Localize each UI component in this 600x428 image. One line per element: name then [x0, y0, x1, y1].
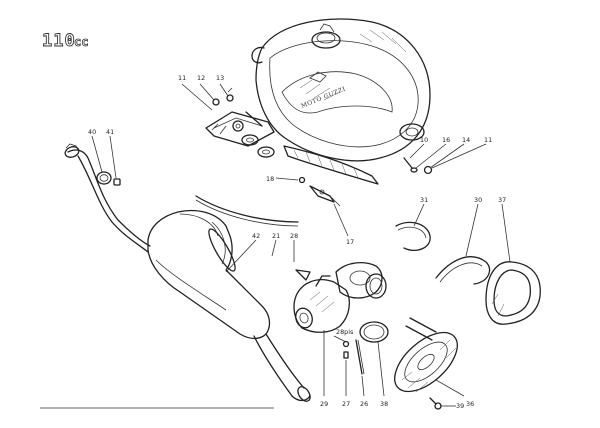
carb-gasket-ring [359, 321, 389, 343]
air-filter [394, 317, 458, 410]
fuel-pipe [195, 195, 299, 227]
label-16: 16 [442, 136, 450, 144]
tank-fittings [403, 157, 433, 175]
label-26: 26 [360, 400, 368, 408]
rubber-strap [485, 261, 541, 325]
svg-text:cc: cc [74, 35, 88, 49]
control-cables [395, 221, 491, 285]
exhaust-pipe [64, 143, 151, 253]
label-42: 42 [252, 232, 260, 240]
label-18: 18 [266, 175, 274, 183]
label-10: 10 [420, 136, 428, 144]
label-29: 29 [320, 400, 328, 408]
label-36: 36 [466, 400, 474, 408]
label-38: 38 [380, 400, 388, 408]
label-37: 37 [498, 196, 506, 204]
carburettor [293, 261, 387, 333]
label-12: 12 [197, 74, 205, 82]
label-17: 17 [346, 238, 354, 246]
brand-logo-text: MOTO GUZZI [300, 86, 347, 110]
leader-lines [91, 83, 511, 407]
part-labels: 11 12 13 10 16 14 11 40 41 18 17 31 30 3… [88, 74, 506, 410]
label-21: 21 [272, 232, 280, 240]
tank-mount-bracket [205, 87, 275, 158]
label-28: 28 [290, 232, 298, 240]
label-28pis: 28pis [336, 328, 354, 336]
label-11-right: 11 [484, 136, 492, 144]
fuel-tank: MOTO GUZZI [251, 18, 431, 162]
label-11: 11 [178, 74, 186, 82]
engine-size-title: 110 cc [42, 31, 89, 52]
tank-pad [283, 145, 379, 185]
fuel-tap [298, 176, 341, 207]
label-13: 13 [216, 74, 224, 82]
label-30: 30 [474, 196, 482, 204]
label-14: 14 [462, 136, 470, 144]
label-41: 41 [106, 128, 114, 136]
silencer [147, 209, 311, 402]
carb-studs [342, 339, 365, 375]
label-39: 39 [456, 402, 464, 410]
label-27: 27 [342, 400, 350, 408]
label-31: 31 [420, 196, 428, 204]
label-40: 40 [88, 128, 96, 136]
exhaust-gasket [96, 171, 121, 186]
svg-text:110: 110 [42, 31, 76, 51]
